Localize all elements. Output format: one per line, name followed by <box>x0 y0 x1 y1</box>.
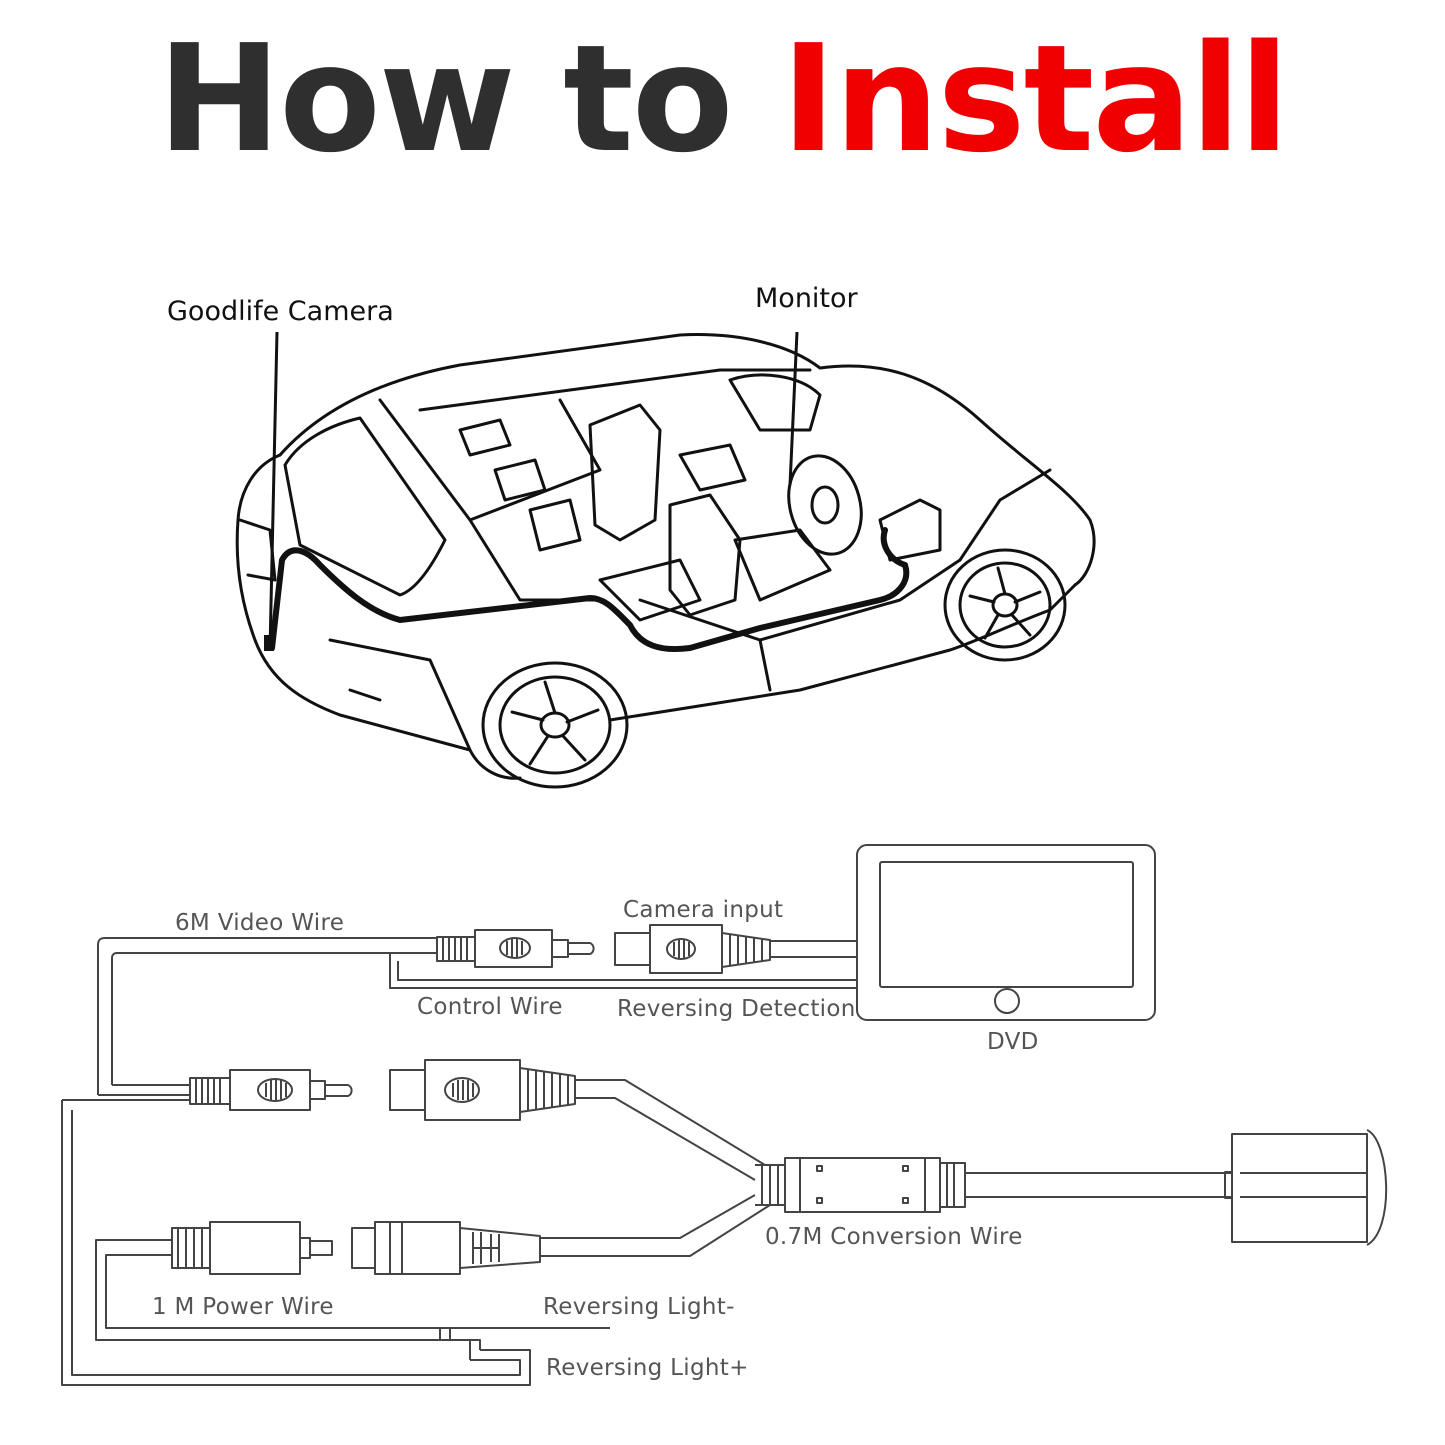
video-wire-label: 6M Video Wire <box>175 910 345 936</box>
page-title: How to Install <box>0 18 1445 181</box>
reversing-light-plus-label: Reversing Light+ <box>546 1355 749 1381</box>
camera-rca-male <box>189 1069 353 1111</box>
camera-input-female <box>614 924 857 974</box>
title-part-install: Install <box>781 13 1290 185</box>
camera-input-label: Camera input <box>623 897 784 923</box>
reversing-detection-label: Reversing Detection <box>617 996 856 1022</box>
camera-body <box>1224 1129 1388 1246</box>
power-connector-male <box>171 1221 333 1275</box>
conversion-wire-label: 0.7M Conversion Wire <box>765 1224 1023 1250</box>
dvd-monitor <box>856 844 1156 1021</box>
video-female-connector <box>389 1059 766 1181</box>
conversion-junction <box>755 1157 1232 1213</box>
power-wire-label: 1 M Power Wire <box>152 1294 334 1320</box>
dvd-label: DVD <box>987 1029 1039 1055</box>
monitor-label: Monitor <box>755 283 858 314</box>
reversing-light-minus-label: Reversing Light- <box>543 1294 735 1320</box>
power-connector-female <box>351 1194 771 1275</box>
camera-label: Goodlife Camera <box>167 296 394 327</box>
title-part-how-to: How to <box>157 13 782 185</box>
video-rca-male <box>436 929 595 968</box>
control-wire-label: Control Wire <box>417 994 563 1020</box>
